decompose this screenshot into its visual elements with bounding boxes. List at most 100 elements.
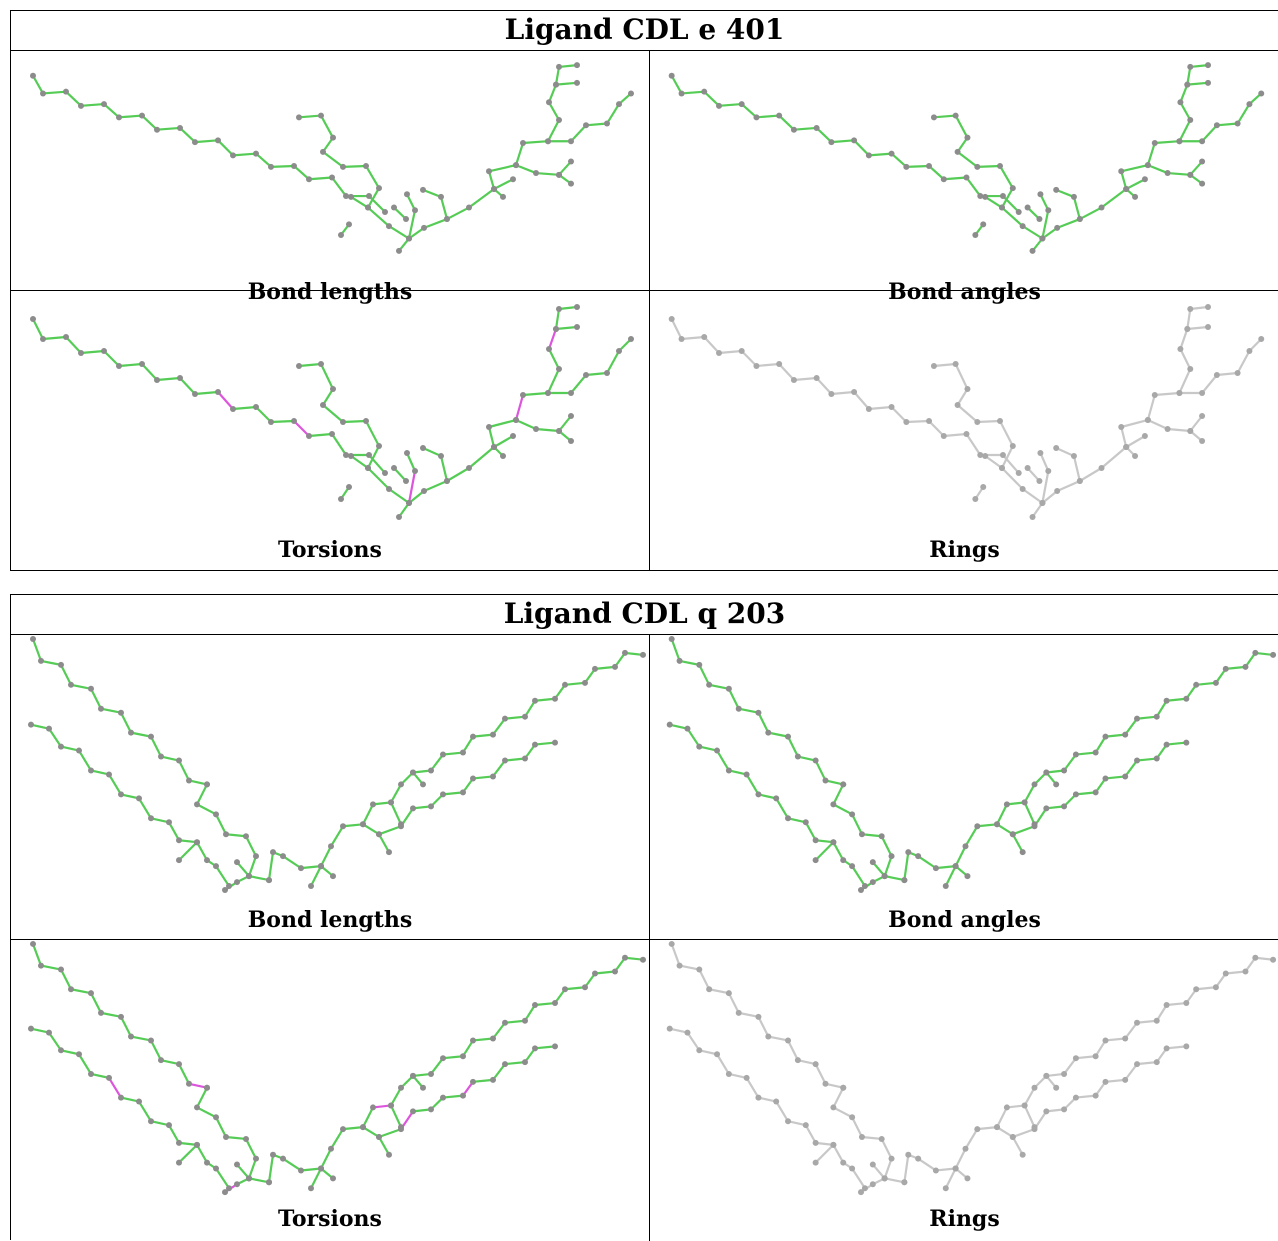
- bond: [1074, 791, 1097, 796]
- atom: [980, 221, 987, 228]
- bond: [216, 139, 235, 157]
- atom: [952, 863, 959, 870]
- atom: [888, 853, 895, 860]
- atoms: [28, 635, 646, 894]
- atom: [230, 406, 236, 412]
- atom: [1187, 306, 1194, 312]
- atom: [502, 757, 508, 764]
- atom: [291, 418, 297, 424]
- atom: [738, 348, 745, 354]
- atom: [234, 859, 240, 866]
- atom: [412, 468, 418, 474]
- atom: [628, 336, 634, 342]
- bond: [377, 1135, 391, 1156]
- atom: [998, 204, 1005, 211]
- bond: [503, 1019, 527, 1024]
- bond: [140, 362, 159, 382]
- atom: [365, 204, 371, 211]
- bond: [1039, 451, 1050, 473]
- atom: [1123, 185, 1130, 192]
- atom: [790, 126, 797, 133]
- bond: [247, 855, 258, 878]
- bond: [792, 126, 818, 131]
- bond: [1094, 735, 1107, 754]
- bond: [547, 327, 558, 351]
- atom: [994, 821, 1001, 828]
- bond: [1062, 1057, 1078, 1076]
- atom: [444, 216, 450, 223]
- atom: [1183, 1043, 1190, 1050]
- atom: [773, 795, 780, 802]
- atom: [1043, 769, 1050, 776]
- bond: [59, 745, 81, 752]
- bond: [976, 164, 1002, 168]
- atom: [802, 819, 809, 826]
- bond: [965, 176, 982, 198]
- cell-torsions: Torsions: [11, 940, 649, 1241]
- atom: [812, 1061, 819, 1068]
- atom: [830, 801, 837, 808]
- bond: [1195, 986, 1218, 991]
- bond: [998, 419, 1014, 448]
- atom: [790, 377, 797, 383]
- bond: [299, 865, 323, 870]
- bond: [140, 114, 159, 131]
- atom: [765, 729, 772, 736]
- bond: [1195, 681, 1218, 686]
- bond: [445, 206, 471, 221]
- atom: [320, 148, 326, 155]
- atom: [977, 452, 984, 458]
- atom: [177, 124, 183, 131]
- atom: [513, 162, 519, 169]
- atom: [888, 404, 895, 410]
- bond: [832, 1143, 845, 1164]
- atom: [30, 316, 36, 322]
- atom: [813, 375, 820, 381]
- bond: [547, 83, 558, 104]
- atom: [363, 418, 369, 424]
- bond: [1023, 783, 1036, 804]
- atom: [1024, 465, 1031, 471]
- atom: [962, 1145, 969, 1152]
- bond: [623, 651, 645, 657]
- atom: [1212, 679, 1219, 686]
- atom: [398, 781, 404, 788]
- bond: [523, 699, 537, 718]
- atom: [1141, 176, 1148, 183]
- atom: [366, 193, 372, 200]
- bond: [1001, 453, 1020, 475]
- bond: [119, 1015, 133, 1038]
- bond: [177, 1143, 199, 1164]
- bond: [407, 489, 426, 505]
- atom: [574, 62, 580, 69]
- atom: [280, 853, 286, 860]
- bond: [159, 755, 181, 762]
- atom: [545, 390, 551, 396]
- bond: [1236, 349, 1251, 375]
- bond: [851, 1116, 864, 1139]
- atom: [583, 372, 589, 378]
- bond: [195, 841, 209, 862]
- atom: [1222, 970, 1229, 977]
- atom: [616, 101, 622, 108]
- atom: [1076, 216, 1083, 223]
- bond: [297, 114, 323, 119]
- atom: [88, 990, 94, 997]
- atom: [972, 231, 979, 238]
- atom: [1151, 139, 1158, 146]
- atom: [101, 101, 107, 108]
- atom: [1045, 207, 1052, 214]
- atom: [194, 801, 200, 808]
- atom: [320, 402, 326, 408]
- bond: [64, 90, 83, 107]
- bond: [727, 687, 740, 710]
- atom: [176, 757, 182, 764]
- atom: [40, 90, 46, 97]
- atom: [1054, 488, 1061, 494]
- atom: [1053, 445, 1060, 451]
- atom: [668, 316, 675, 322]
- bond: [69, 988, 93, 995]
- atom: [743, 771, 750, 778]
- bond: [1056, 217, 1081, 229]
- atom: [996, 418, 1003, 424]
